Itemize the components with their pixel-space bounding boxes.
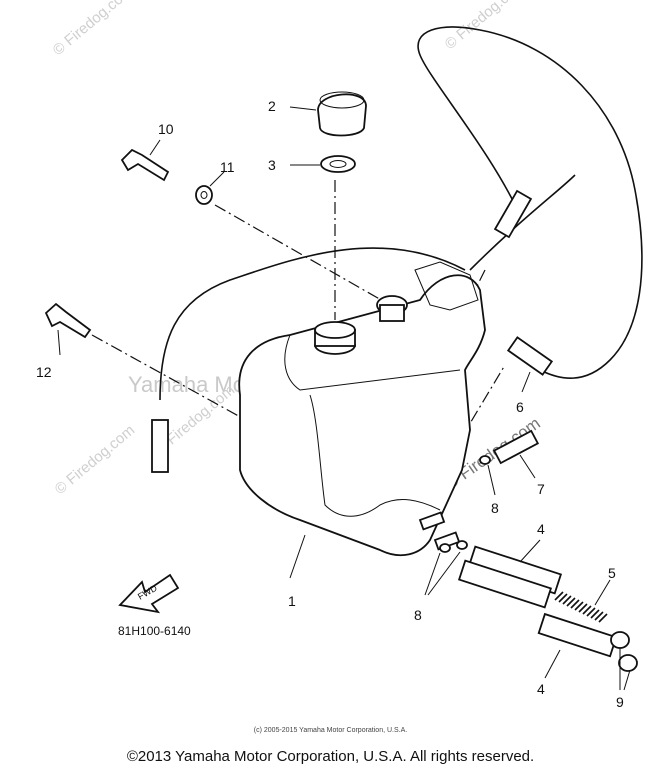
clip-8-right	[456, 540, 468, 550]
callout-4-lower: 4	[537, 681, 545, 697]
hose-7	[492, 429, 540, 465]
clip-8-upper	[479, 455, 491, 465]
small-copyright: (c) 2005-2015 Yamaha Motor Corporation, …	[253, 727, 408, 734]
callout-2: 2	[268, 98, 276, 114]
hose-4-middle	[457, 559, 553, 609]
hose-6-upper	[493, 189, 533, 239]
cap-gasket	[320, 155, 356, 173]
hose-4-lower	[537, 612, 618, 658]
washer-11	[195, 185, 213, 205]
callout-12: 12	[36, 364, 52, 380]
assembly-line-6	[459, 364, 506, 441]
callout-10: 10	[158, 121, 174, 137]
filler-cap-top	[319, 91, 365, 109]
leader-lines	[57, 106, 631, 691]
oil-tank	[238, 274, 486, 557]
copyright-notice: ©2013 Yamaha Motor Corporation, U.S.A. A…	[126, 748, 535, 765]
spring-5	[554, 591, 608, 623]
oil-tank-seam	[309, 394, 441, 517]
fwd-arrow: FWD	[118, 573, 180, 614]
hose-6	[506, 336, 554, 376]
washer-11-hole	[200, 191, 208, 199]
vent-hose	[159, 247, 466, 401]
outlet-nipple-1	[418, 511, 446, 531]
callout-4-upper: 4	[537, 521, 545, 537]
bolt-10	[120, 148, 170, 182]
breather-hose-loop	[417, 26, 643, 379]
diagram-part-code: 81H100-6140	[118, 624, 191, 638]
assembly-line-11	[214, 204, 391, 306]
cap-gasket-hole	[329, 160, 347, 168]
clip-9-upper	[610, 631, 630, 649]
clip-9-lower	[618, 654, 638, 672]
callout-11: 11	[220, 159, 235, 175]
callout-3: 3	[268, 157, 276, 173]
callout-5: 5	[608, 565, 616, 581]
filler-cap	[317, 93, 367, 137]
callout-9: 9	[616, 694, 624, 710]
callout-6: 6	[516, 399, 524, 415]
callout-1: 1	[288, 593, 296, 609]
breather-hose-loop-inner	[469, 174, 576, 271]
watermark-site-1: © Firedog.com	[50, 0, 136, 59]
tank-grommet-body	[379, 304, 405, 322]
oil-tank-edge	[284, 334, 461, 391]
vent-hose-end	[151, 419, 169, 473]
clip-8-left	[439, 543, 451, 553]
filler-neck-top	[314, 321, 356, 339]
oil-tank-bracket	[414, 261, 479, 311]
callout-8-upper: 8	[491, 500, 499, 516]
callout-7: 7	[537, 481, 545, 497]
callout-8-lower: 8	[414, 607, 422, 623]
bolt-12	[44, 302, 92, 339]
watermark-site-4: © Firedog.com	[52, 422, 138, 498]
